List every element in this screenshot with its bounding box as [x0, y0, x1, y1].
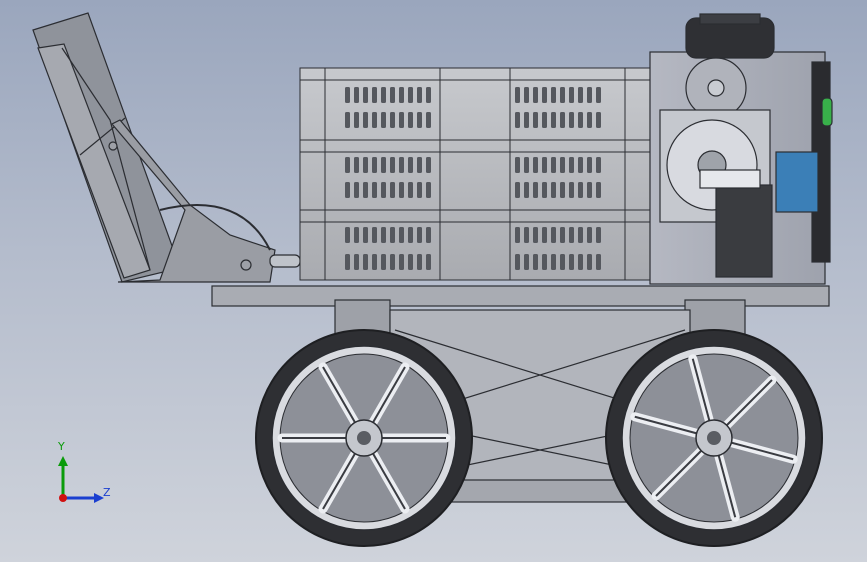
z-axis-label: Z [103, 486, 111, 499]
coordinate-triad-icon [58, 456, 104, 503]
y-axis-label: Y [58, 440, 65, 453]
tilting-ramp [32, 12, 301, 283]
storage-crate [299, 67, 651, 281]
wheel [605, 329, 823, 547]
wheels [255, 329, 823, 547]
electronics-enclosure [649, 13, 833, 285]
wheel [255, 329, 473, 547]
